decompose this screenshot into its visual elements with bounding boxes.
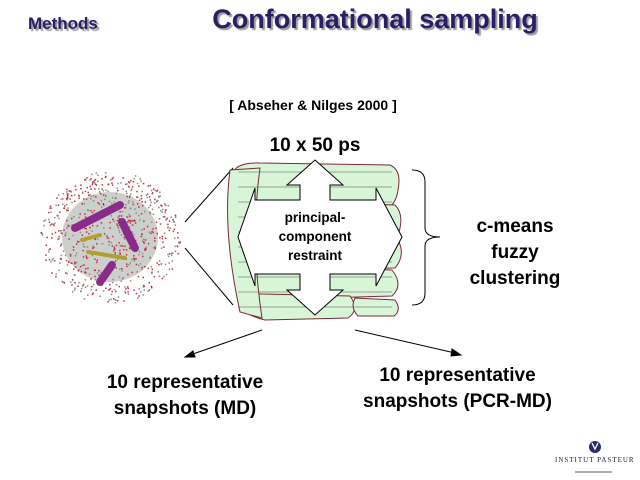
institut-pasteur-logo-icon [575,441,612,473]
zoom-line-top [184,167,234,223]
restraint-label: principal- component restraint [266,208,364,265]
pcr-md-snapshots-label: 10 representative snapshots (PCR-MD) [363,365,552,412]
restraint-label-line: principal- [284,210,346,225]
protein-molecule-image [40,172,182,304]
clustering-label-line: clustering [469,268,561,289]
brace [411,169,441,306]
slide-title: Conformational sampling [212,4,538,34]
md-snapshots-label: 10 representative snapshots (MD) [80,370,290,422]
restraint-label-line: component [278,229,352,244]
md-label-line: 10 representative [106,372,264,393]
clustering-label: c-means fuzzy clustering [450,214,580,292]
clustering-label-line: fuzzy [491,242,539,263]
clustering-label-line: c-means [476,216,554,237]
logo-text: INSTITUT PASTEUR [555,456,635,464]
simulation-duration-label: 10 x 50 ps [269,135,361,156]
cross-arrow [237,159,403,316]
md-label-line: snapshots (MD) [113,398,257,419]
section-label: Methods [28,14,98,33]
zoom-line-bottom [184,247,234,306]
citation: [ Abseher & Nilges 2000 ] [229,97,397,113]
restraint-label-line: restraint [287,248,343,263]
output-arrows [183,329,463,358]
